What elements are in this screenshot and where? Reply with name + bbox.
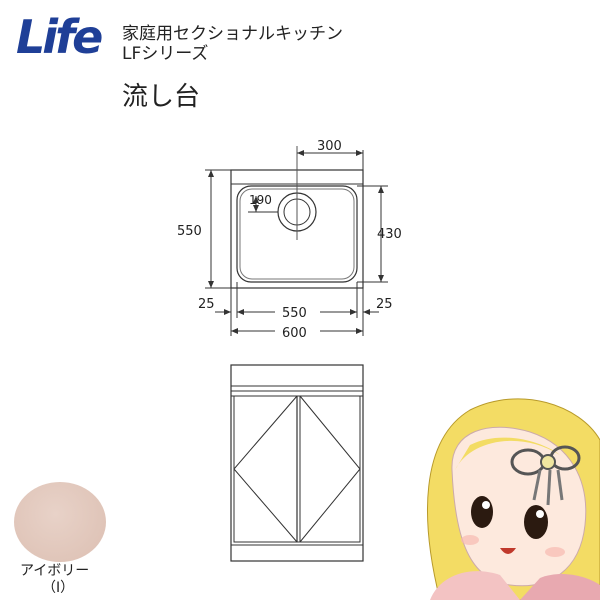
color-swatch (14, 482, 106, 562)
color-code: （I） (42, 580, 75, 596)
mascot-hair-ornament (510, 445, 581, 506)
door-left-swing (233, 395, 298, 543)
dim-left-margin: 25 (198, 297, 215, 312)
door-right-swing (299, 395, 361, 543)
dim-total-depth: 550 (177, 224, 202, 239)
cabinet-outline (230, 364, 364, 562)
product-title: 流し台 (122, 82, 201, 112)
mascot-mouth (500, 548, 516, 554)
dim-total-width: 600 (282, 326, 307, 341)
mascot-kimono (430, 571, 520, 600)
color-name: アイボリー (20, 563, 90, 579)
dim-drain-offset: 300 (317, 139, 342, 154)
mascot-eye-right (524, 505, 548, 539)
dim-drain-depth: 190 (249, 193, 272, 207)
series-name: LFシリーズ (122, 44, 209, 64)
series-category: 家庭用セクショナルキッチン (122, 24, 343, 44)
mascot-eye-left (471, 496, 493, 528)
dim-bowl-depth: 430 (377, 227, 402, 242)
dim-right-margin: 25 (376, 297, 393, 312)
dim-bowl-width: 550 (282, 306, 307, 321)
brand-logo: Life (16, 10, 103, 64)
